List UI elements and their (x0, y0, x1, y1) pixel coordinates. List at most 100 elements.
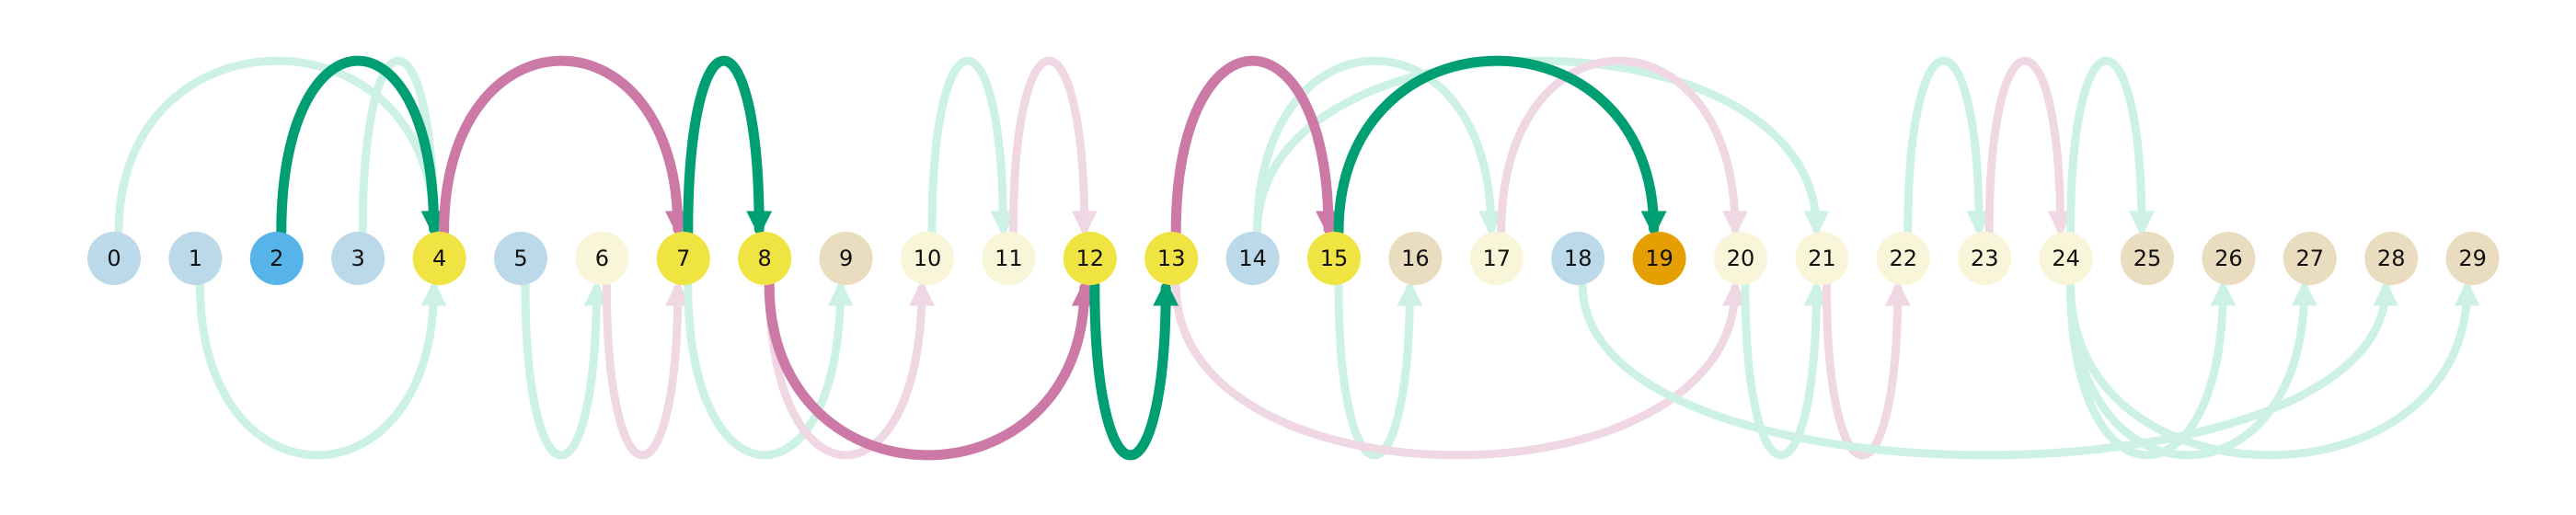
node-label: 13 (1157, 246, 1186, 271)
node-9: 9 (819, 232, 873, 285)
node-circle (1632, 232, 1686, 285)
edge-13-to-20 (1171, 280, 1748, 460)
node-circle (412, 232, 466, 285)
node-circle (1307, 232, 1361, 285)
node-27: 27 (2283, 232, 2337, 285)
edge-8-to-12 (764, 280, 1098, 461)
node-label: 11 (995, 246, 1023, 271)
node-label: 1 (189, 246, 202, 271)
node-label: 25 (2133, 246, 2162, 271)
edge-10-to-11 (927, 56, 1017, 237)
edge-7-to-9 (684, 280, 854, 460)
node-label: 29 (2458, 246, 2487, 271)
node-20: 20 (1714, 232, 1767, 285)
node-label: 23 (1971, 246, 1999, 271)
node-15: 15 (1307, 232, 1361, 285)
edge-7-to-8 (683, 55, 773, 237)
node-18: 18 (1551, 232, 1605, 285)
node-7: 7 (656, 232, 710, 285)
node-circle (1551, 232, 1605, 285)
node-label: 9 (839, 246, 853, 271)
node-circle (575, 232, 629, 285)
edge-24-to-26 (2066, 280, 2237, 460)
edge-17-to-20 (1497, 56, 1748, 237)
node-label: 19 (1645, 246, 1673, 271)
node-circle (1795, 232, 1849, 285)
edge-8-to-10 (765, 280, 935, 460)
edge-11-to-12 (1008, 56, 1098, 237)
node-circle (2039, 232, 2093, 285)
node-circle (738, 232, 792, 285)
edge-1-to-4 (195, 280, 447, 460)
node-5: 5 (494, 232, 547, 285)
node-13: 13 (1144, 232, 1199, 285)
node-label: 7 (676, 246, 690, 271)
edge-18-to-28 (1578, 280, 2399, 460)
node-label: 6 (595, 246, 609, 271)
edge-14-to-17 (1253, 56, 1504, 237)
node-circle (1714, 232, 1767, 285)
edge-5-to-6 (521, 280, 610, 460)
edge-24-to-29 (2066, 280, 2480, 460)
node-label: 10 (914, 246, 942, 271)
node-3: 3 (331, 232, 385, 285)
edge-22-to-23 (1903, 56, 1993, 237)
node-circle (331, 232, 385, 285)
node-label: 27 (2296, 246, 2325, 271)
node-circle (1225, 232, 1280, 285)
edge-6-to-7 (602, 280, 691, 460)
node-1: 1 (168, 232, 223, 285)
node-label: 28 (2377, 246, 2406, 271)
node-25: 25 (2121, 232, 2174, 285)
node-circle (494, 232, 547, 285)
node-circle (87, 232, 141, 285)
node-circle (1144, 232, 1199, 285)
node-label: 4 (432, 246, 446, 271)
node-circle (1469, 232, 1524, 285)
edge-13-to-15 (1170, 55, 1341, 237)
node-circle (249, 232, 304, 285)
node-16: 16 (1388, 232, 1443, 285)
edge-15-to-16 (1334, 280, 1423, 460)
edge-4-to-7 (439, 55, 691, 237)
node-circle (982, 232, 1036, 285)
node-24: 24 (2039, 232, 2093, 285)
edge-24-to-25 (2066, 56, 2155, 237)
edge-21-to-22 (1822, 280, 1911, 460)
edge-12-to-13 (1089, 280, 1179, 461)
node-11: 11 (982, 232, 1036, 285)
node-circle (901, 232, 954, 285)
node-label: 17 (1483, 246, 1512, 271)
node-label: 20 (1727, 246, 1755, 271)
node-14: 14 (1225, 232, 1280, 285)
node-circle (2202, 232, 2256, 285)
node-circle (168, 232, 223, 285)
node-22: 22 (1876, 232, 1930, 285)
node-label: 0 (107, 246, 121, 271)
node-circle (2283, 232, 2337, 285)
node-0: 0 (87, 232, 141, 285)
node-label: 18 (1564, 246, 1593, 271)
edges-layer (114, 55, 2480, 461)
node-label: 15 (1320, 246, 1349, 271)
node-28: 28 (2364, 232, 2419, 285)
node-circle (656, 232, 710, 285)
edge-2-to-4 (276, 55, 447, 237)
node-label: 8 (758, 246, 772, 271)
node-26: 26 (2202, 232, 2256, 285)
node-2: 2 (249, 232, 304, 285)
node-label: 14 (1238, 246, 1267, 271)
node-21: 21 (1795, 232, 1849, 285)
node-label: 24 (2052, 246, 2080, 271)
node-23: 23 (1958, 232, 2012, 285)
node-10: 10 (901, 232, 954, 285)
node-circle (819, 232, 873, 285)
node-circle (1958, 232, 2012, 285)
node-label: 3 (351, 246, 365, 271)
node-6: 6 (575, 232, 629, 285)
node-circle (1063, 232, 1117, 285)
node-12: 12 (1063, 232, 1117, 285)
node-label: 2 (270, 246, 283, 271)
